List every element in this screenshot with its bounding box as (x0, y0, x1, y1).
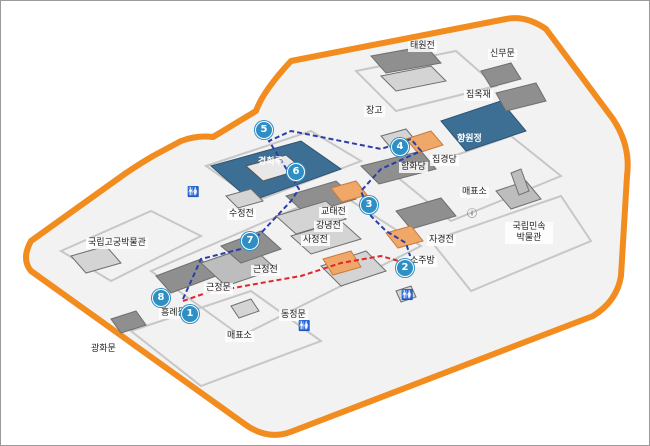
label-sinmumun: 신무문 (488, 49, 517, 60)
label-sujeongjeon: 수정전 (227, 209, 256, 220)
route-marker-3[interactable]: 3 (360, 196, 378, 214)
route-marker-7[interactable]: 7 (241, 232, 259, 250)
restroom-icon: 🚻 (298, 321, 311, 332)
label-jagyeongjeon: 자경전 (427, 235, 456, 246)
label-jipgyeongdang: 집경당 (430, 155, 459, 166)
label-gangnyeongjeon: 강녕전 (314, 221, 343, 232)
info-icon: ⓘ (467, 209, 477, 220)
label-folk-museum: 국립민속 박물관 (505, 222, 553, 244)
route-marker-8[interactable]: 8 (152, 289, 170, 307)
route-marker-4[interactable]: 4 (391, 138, 409, 156)
label-gwanghwamun: 광화문 (89, 344, 118, 355)
route-marker-1[interactable]: 1 (181, 305, 199, 323)
label-maepyoso-south: 매표소 (225, 331, 254, 342)
label-sojubang: 소주방 (408, 256, 437, 267)
label-hamhwadang: 함화당 (399, 162, 428, 173)
route-marker-5[interactable]: 5 (255, 121, 273, 139)
label-gyotaejeon: 교태전 (319, 207, 348, 218)
label-taewonjeon: 태원전 (408, 41, 437, 52)
label-gyeonghoeru: 경회루 (258, 157, 283, 167)
label-hyangwonjeong: 향원정 (457, 134, 482, 144)
label-heungnyemun: 흥례문 (159, 308, 188, 319)
label-geunjeongjeon: 근정전 (251, 265, 280, 276)
route-marker-6[interactable]: 6 (287, 163, 305, 181)
route-marker-2[interactable]: 2 (396, 259, 414, 277)
restroom-icon: 🚻 (401, 290, 414, 301)
label-jibokjae: 집옥재 (464, 90, 493, 101)
route-blue (182, 129, 423, 300)
label-national-palace-museum: 국립고궁박물관 (86, 238, 148, 249)
label-dongsipjamun: 동정문 (279, 310, 308, 321)
restroom-icon: 🚻 (187, 187, 200, 198)
label-janggo: 장고 (364, 106, 385, 117)
label-sajeongjeon: 사정전 (301, 235, 330, 246)
hyangwon-pond (440, 100, 527, 152)
label-maepyoso-east: 매표소 (460, 187, 489, 198)
label-geunjeongmun: 근정문 (204, 283, 233, 294)
